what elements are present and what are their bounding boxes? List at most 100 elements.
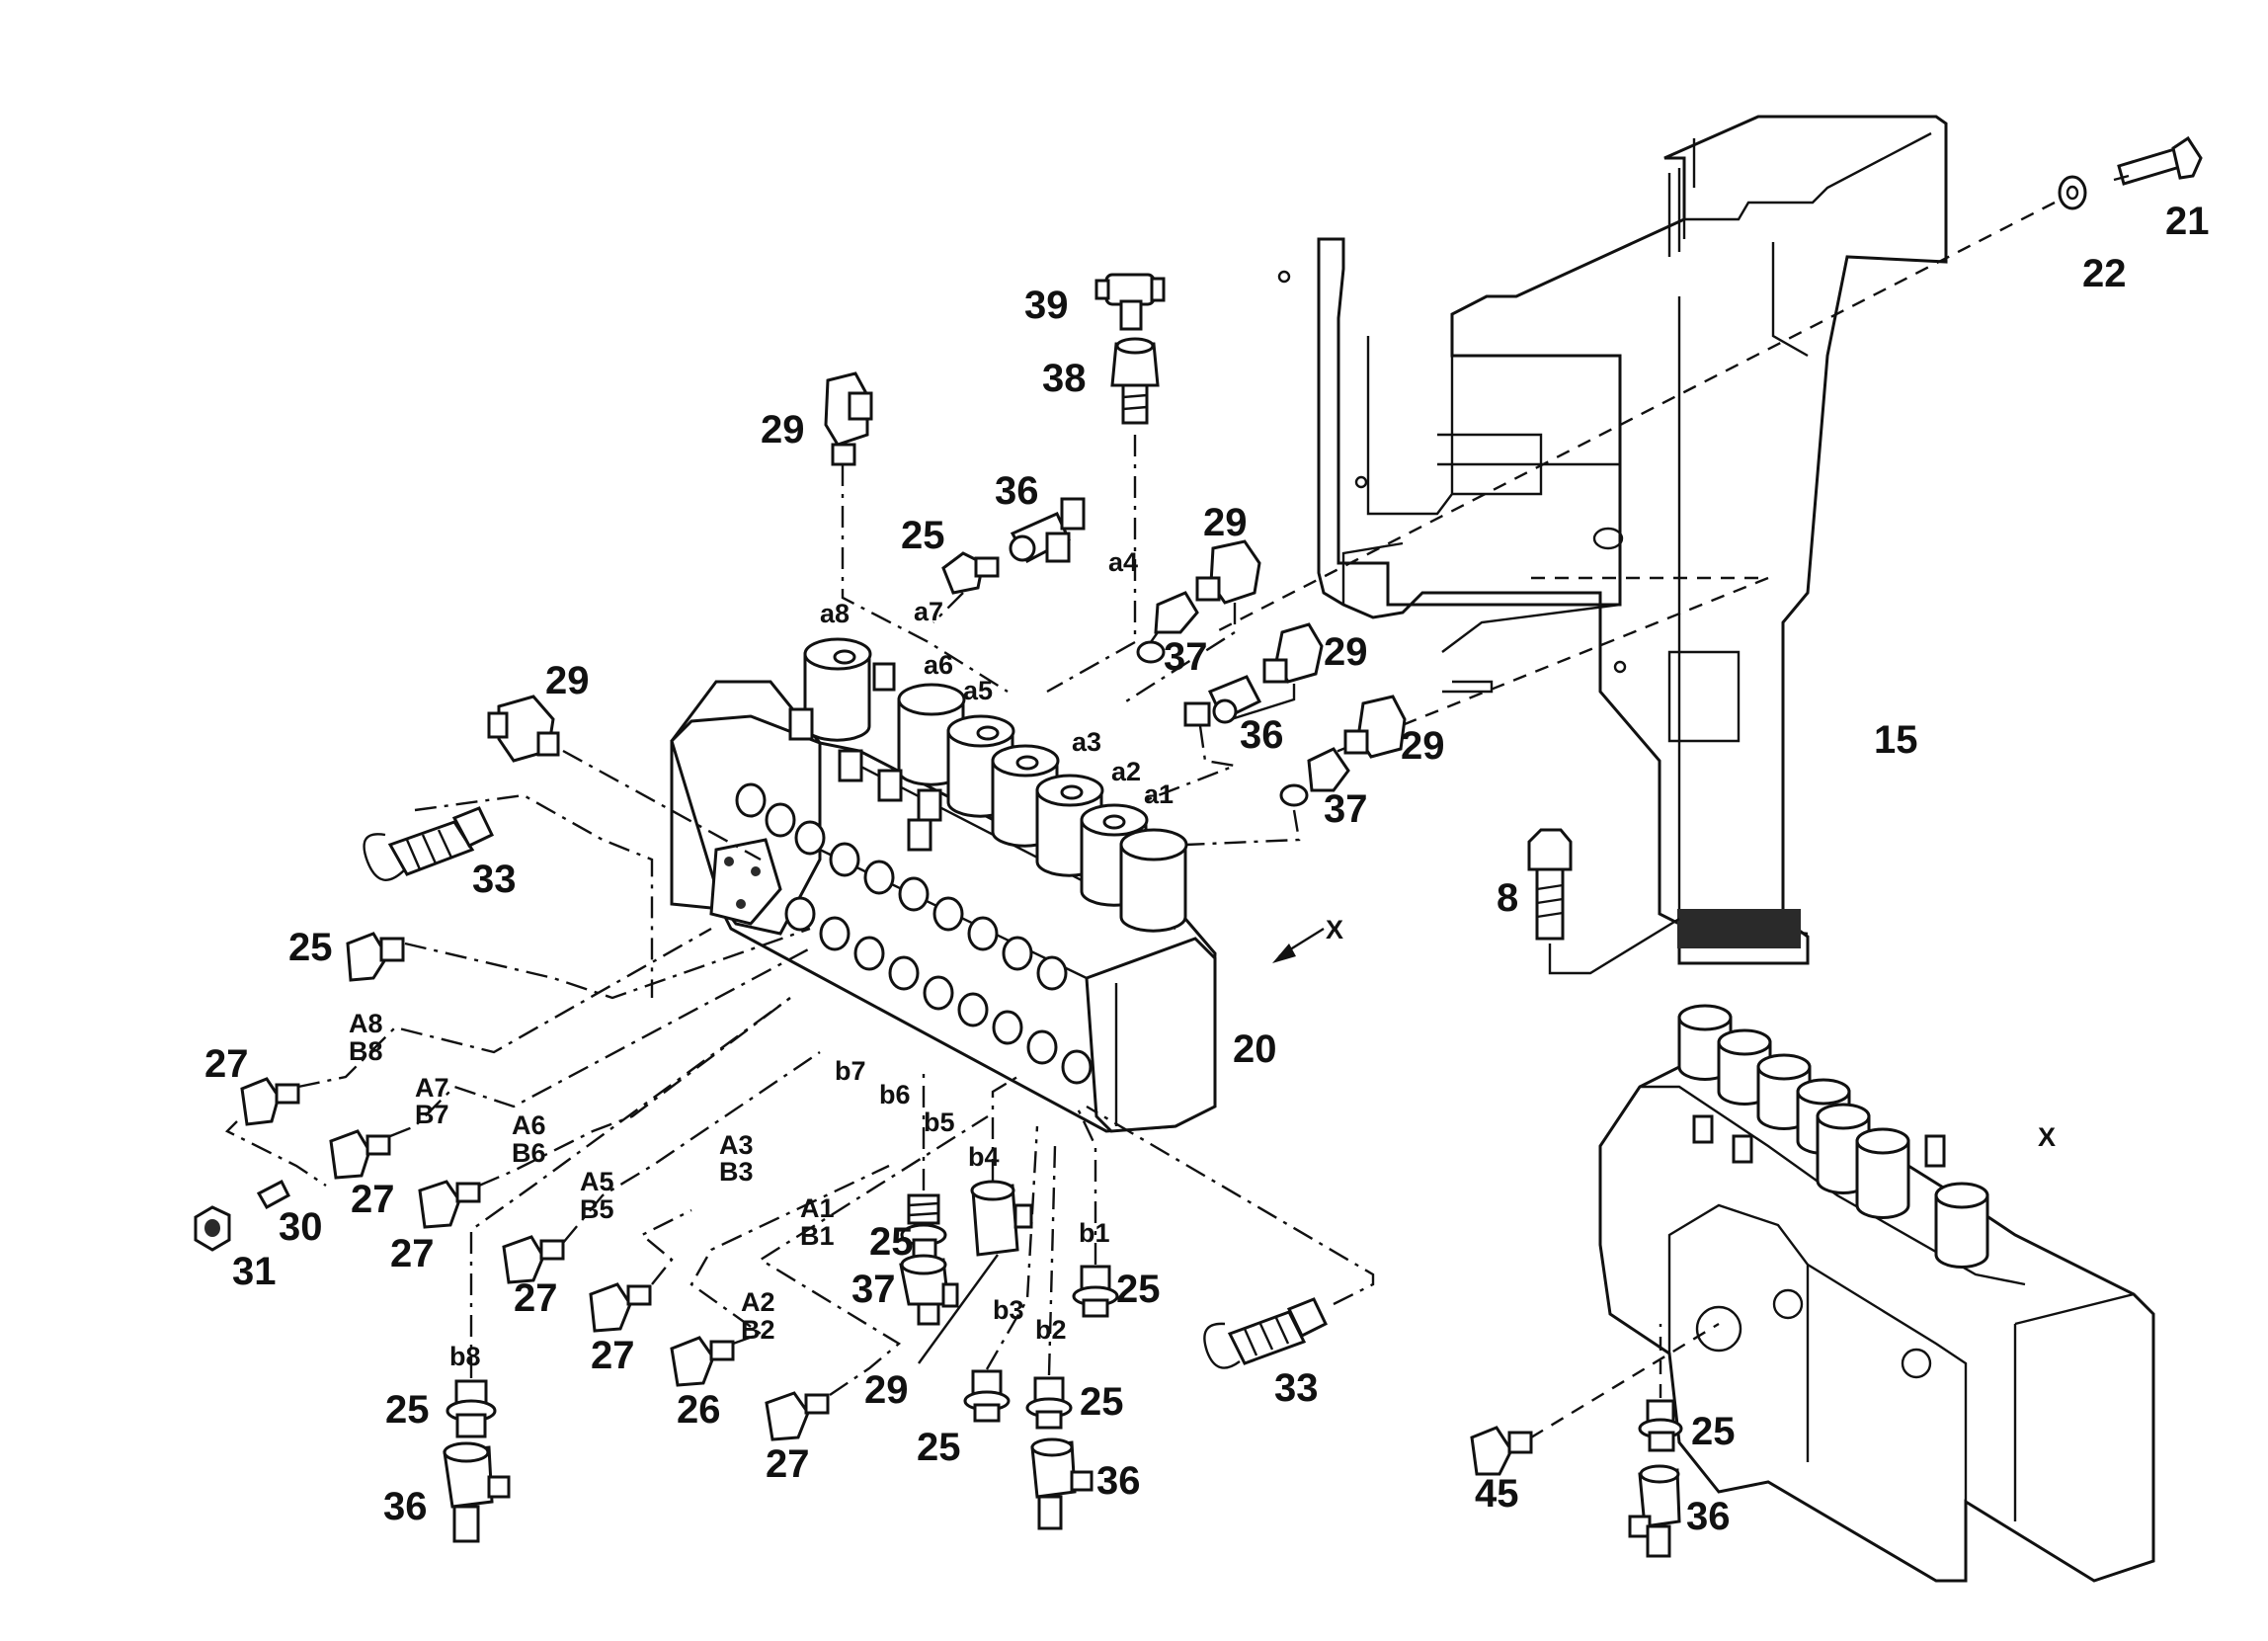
tee-39: [1094, 273, 1166, 331]
tee-36-b2: [1030, 1437, 1094, 1530]
callout-25c: 25: [869, 1220, 914, 1264]
plug-30: [256, 1179, 290, 1210]
port-label-a3: a3: [1072, 727, 1101, 757]
port-label-b3: b3: [993, 1295, 1024, 1325]
adapter-25-b2: [1025, 1145, 1073, 1430]
callout-22: 22: [2082, 252, 2127, 295]
callout-27e: 27: [591, 1334, 635, 1377]
adapter-27-a5: [502, 1051, 821, 1284]
adapter-25-left: [346, 927, 811, 1000]
callout-36a: 36: [995, 469, 1039, 513]
elbow-29-b4: [918, 1075, 1033, 1364]
callout-27a: 27: [204, 1042, 249, 1086]
mounting-bracket: [1277, 115, 1948, 965]
callout-29a: 29: [761, 408, 805, 451]
port-label-B8: B8: [349, 1036, 383, 1066]
adapter-26: [670, 1164, 890, 1387]
tee-36-mid: [1145, 675, 1262, 802]
port-label-A8: A8: [349, 1009, 383, 1038]
view-arrow-x-label: X: [1326, 915, 1343, 944]
union-38: [1046, 337, 1160, 694]
callout-38: 38: [1042, 357, 1087, 400]
port-label-b6: b6: [879, 1080, 911, 1109]
elbow-29-mid: [1224, 622, 1324, 723]
adapter-45: [1470, 1322, 1720, 1476]
adapter-27-a6: [418, 997, 791, 1229]
coupling-33-right: [1086, 1105, 1375, 1369]
callout-25a: 25: [901, 514, 945, 557]
port-label-A5: A5: [580, 1167, 614, 1196]
port-label-B1: B1: [800, 1221, 835, 1251]
port-label-A6: A6: [512, 1110, 546, 1140]
callout-36c: 36: [383, 1485, 428, 1528]
port-label-A3: A3: [719, 1130, 754, 1160]
washer-22: [2058, 175, 2087, 210]
port-label-a5: a5: [963, 676, 993, 705]
adapter-25-b5: [900, 1067, 947, 1260]
callout-27b: 27: [351, 1178, 395, 1221]
bolt-axis-line: [1214, 201, 2056, 634]
port-label-B6: B6: [512, 1138, 546, 1168]
elbow-37-b5: [899, 1254, 959, 1326]
callout-30: 30: [279, 1205, 323, 1249]
inset-view-x-label: X: [2038, 1122, 2056, 1152]
port-label-a6: a6: [924, 650, 953, 680]
adapter-27-bottom: [758, 1114, 989, 1441]
elbow-29-left: [487, 695, 762, 862]
port-label-a7: a7: [914, 597, 943, 626]
callout-36d: 36: [1096, 1459, 1141, 1503]
elbow-29-a4: [1125, 539, 1261, 703]
callout-36b: 36: [1240, 713, 1284, 757]
port-label-a8: a8: [820, 599, 850, 628]
callout-29c: 29: [1324, 630, 1368, 674]
elbow-29-top: [824, 371, 1009, 694]
callout-45: 45: [1475, 1472, 1519, 1516]
callout-37b: 37: [1324, 787, 1368, 831]
top-nipples: [788, 662, 942, 852]
adapter-25-top: [932, 551, 1000, 623]
adapter-25-b1: [1072, 1106, 1119, 1318]
callout-25d: 25: [1116, 1268, 1161, 1311]
callout-31: 31: [232, 1250, 277, 1293]
tee-36-top: [1009, 497, 1086, 564]
callout-21: 21: [2165, 200, 2210, 243]
port-label-A7: A7: [415, 1073, 449, 1103]
callout-26: 26: [677, 1388, 721, 1432]
nut-31: [194, 1205, 231, 1252]
callout-27c: 27: [390, 1232, 435, 1275]
elbow-37-right: [1184, 747, 1350, 847]
port-label-B3: B3: [719, 1157, 754, 1187]
port-label-b4: b4: [968, 1142, 1000, 1172]
control-valve-block: [670, 637, 1217, 1133]
callout-29b: 29: [1203, 501, 1248, 544]
callout-15: 15: [1874, 718, 1918, 762]
callout-33a: 33: [472, 858, 517, 901]
callout-36e: 36: [1686, 1495, 1731, 1538]
port-label-b8: b8: [449, 1342, 481, 1371]
coupling-33-left: [363, 793, 654, 998]
callout-29e: 29: [545, 659, 590, 702]
callout-33b: 33: [1274, 1366, 1319, 1410]
callout-20: 20: [1233, 1027, 1277, 1071]
elbow-29-right: [1343, 695, 1407, 759]
callout-39: 39: [1024, 284, 1069, 327]
adapter-27-a8: [224, 927, 712, 1187]
elbow-37-upper: [1136, 591, 1199, 664]
port-label-b7: b7: [835, 1056, 866, 1086]
bolt-8: [1527, 828, 1680, 975]
port-label-b1: b1: [1079, 1218, 1110, 1248]
adapter-25-b3: [963, 1125, 1039, 1423]
tee-36-b8: [443, 1441, 511, 1543]
port-label-A2: A2: [741, 1287, 775, 1317]
view-arrow-head: [1272, 944, 1296, 963]
callout-27d: 27: [514, 1276, 558, 1320]
port-label-B5: B5: [580, 1194, 614, 1224]
inset-view-x: [1598, 1004, 2155, 1583]
port-label-B2: B2: [741, 1315, 775, 1345]
port-label-b2: b2: [1035, 1315, 1067, 1345]
callout-37a: 37: [1164, 635, 1208, 679]
bolt-21: [2113, 135, 2203, 186]
callout-29f: 29: [864, 1368, 909, 1412]
